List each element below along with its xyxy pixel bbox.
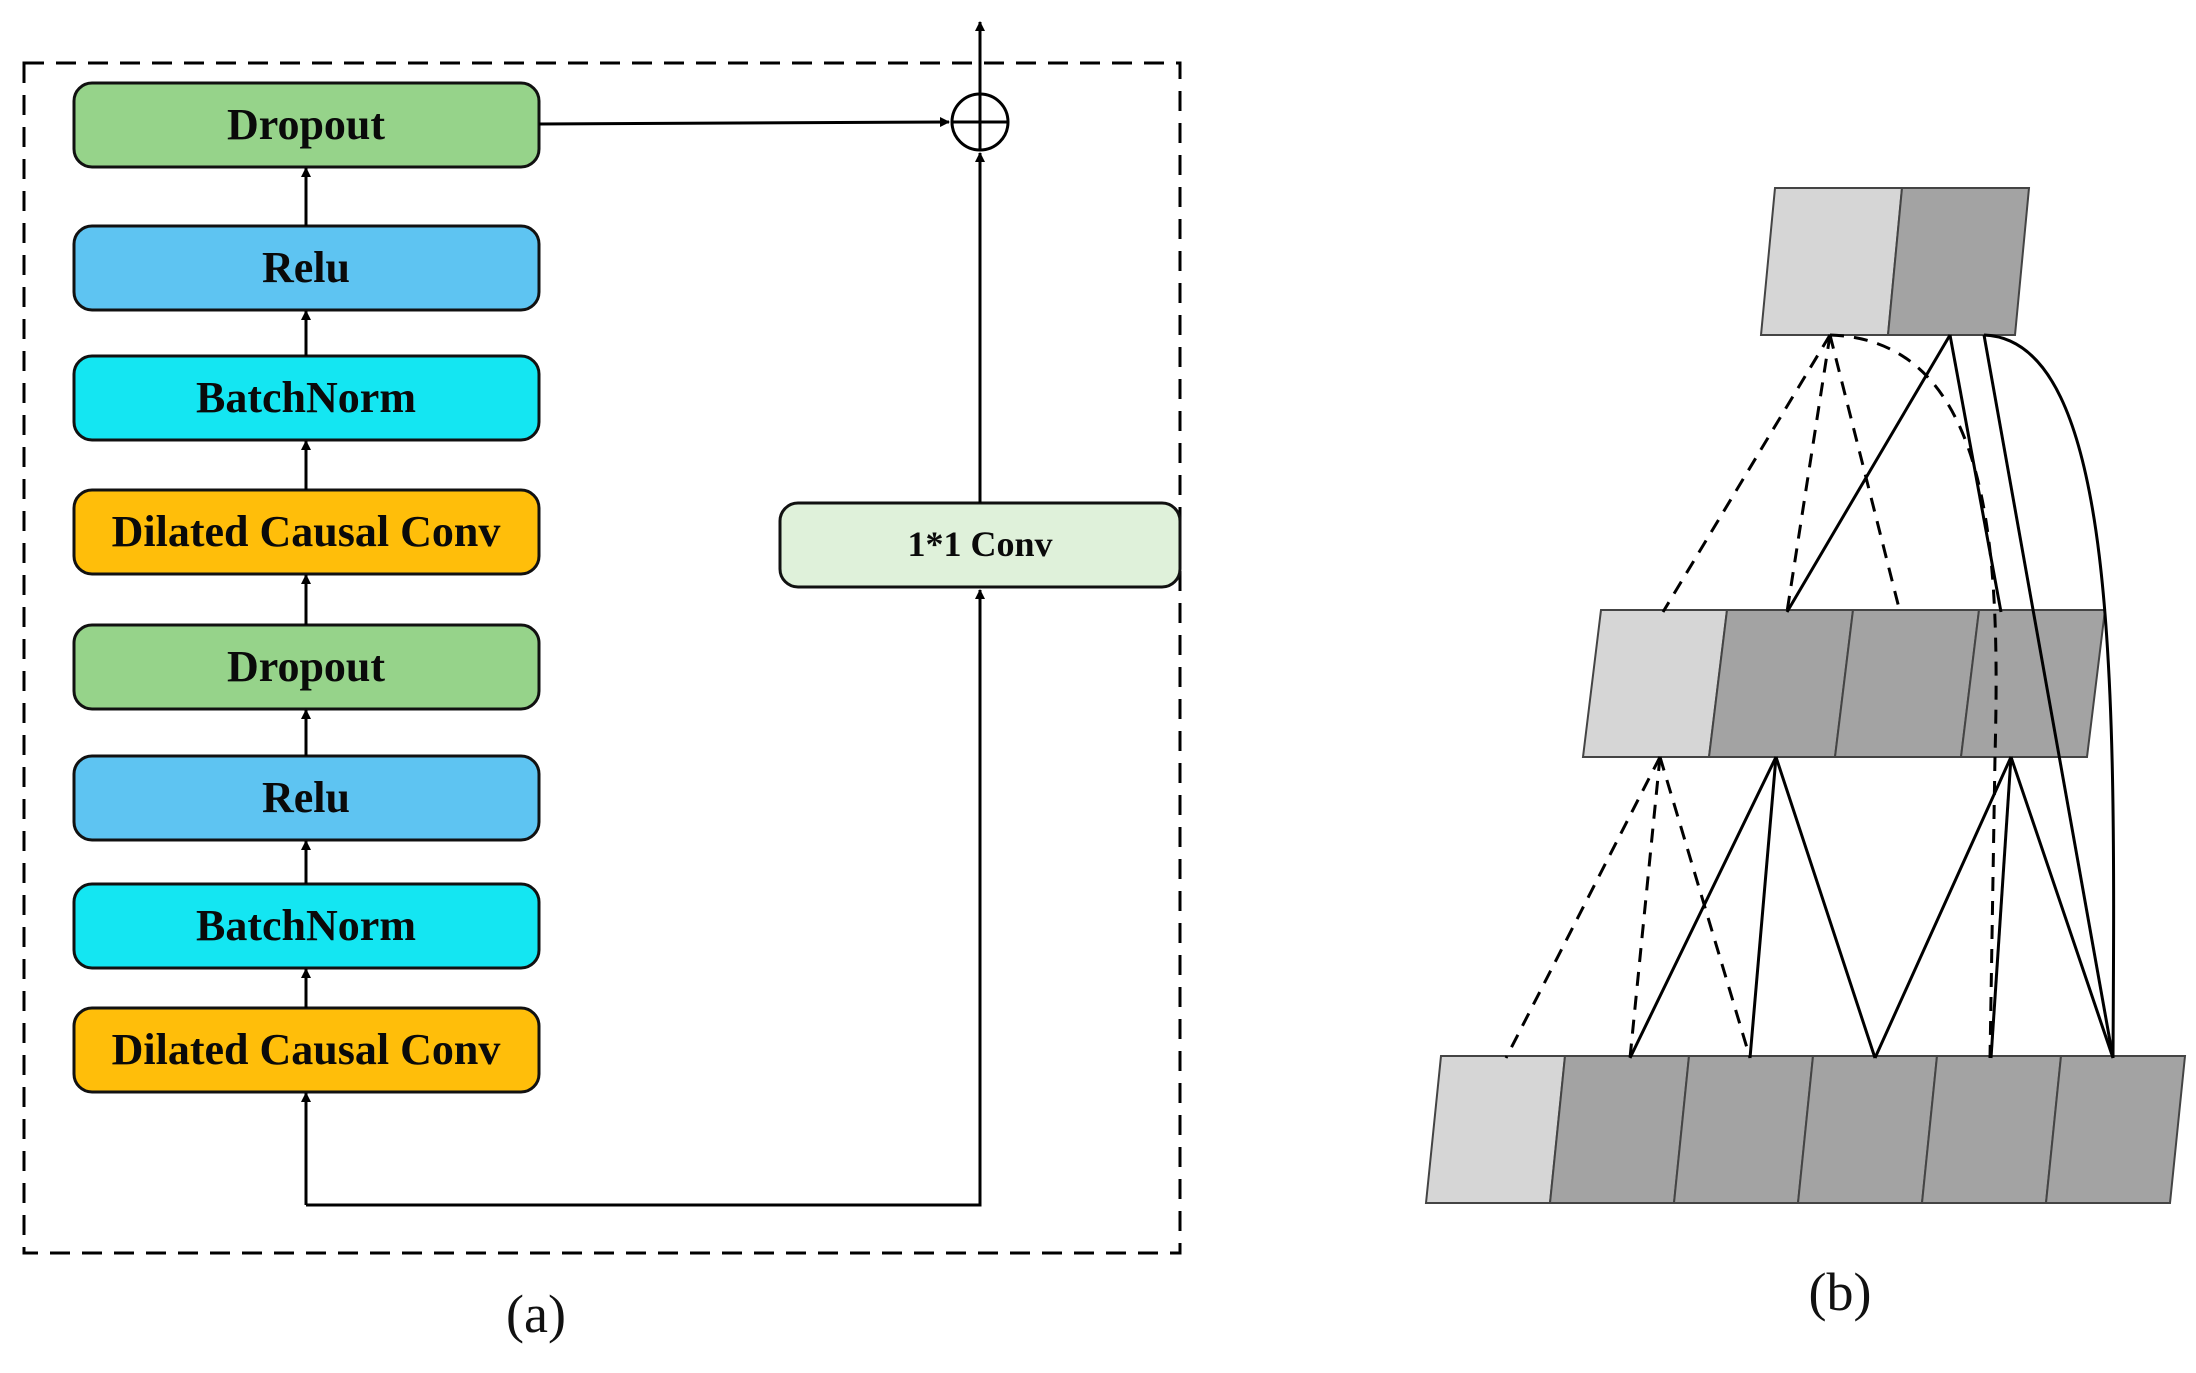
solid-link bbox=[1873, 756, 2013, 1059]
solid-link bbox=[2009, 756, 2115, 1059]
layer-1-cell-1 bbox=[1759, 187, 1904, 336]
residual-connection: 1*1 Conv bbox=[306, 21, 1182, 1207]
layer-2-cell-1 bbox=[1581, 609, 1729, 758]
layer-block-label: BatchNorm bbox=[196, 901, 416, 950]
dashed-link bbox=[1828, 334, 1902, 613]
solid-link bbox=[1989, 756, 2013, 1059]
dashed-link bbox=[1988, 756, 1997, 1059]
panel-b: (b) bbox=[1424, 187, 2187, 1322]
solid-link bbox=[1982, 334, 2115, 1059]
sum-node bbox=[950, 92, 1010, 152]
layer-block-2: Relu bbox=[72, 224, 541, 312]
layer-block-3: BatchNorm bbox=[72, 354, 541, 442]
layer-block-label: Relu bbox=[262, 243, 350, 292]
layer-1-cell-2 bbox=[1886, 187, 2031, 336]
layer-3-cell-1 bbox=[1424, 1055, 1567, 1204]
dilation-links bbox=[1504, 333, 2116, 1059]
layer-block-5: Dropout bbox=[72, 623, 541, 711]
dashed-link bbox=[1504, 756, 1662, 1059]
layer-block-7: BatchNorm bbox=[72, 882, 541, 970]
residual-block-boundary bbox=[22, 61, 1182, 1255]
layer-3-cell-5 bbox=[1920, 1055, 2063, 1204]
layer-block-1: Dropout bbox=[72, 81, 541, 169]
panel-a-caption: (a) bbox=[506, 1284, 566, 1344]
layer-2-cell-2 bbox=[1707, 609, 1855, 758]
layer-block-label: Dropout bbox=[227, 100, 385, 149]
solid-link bbox=[1748, 756, 1778, 1059]
dashed-link bbox=[1628, 756, 1662, 1059]
layer-3-cell-2 bbox=[1548, 1055, 1691, 1204]
layer-block-label: Relu bbox=[262, 773, 350, 822]
layer-2-cell-3 bbox=[1833, 609, 1981, 758]
panel-b-caption: (b) bbox=[1809, 1262, 1872, 1322]
layer-block-label: Dilated Causal Conv bbox=[112, 1025, 501, 1074]
dilation-grid bbox=[1424, 187, 2187, 1204]
layer-block-label: Dilated Causal Conv bbox=[112, 507, 501, 556]
skip-line bbox=[306, 589, 985, 1207]
layer-block-6: Relu bbox=[72, 754, 541, 842]
dashed-link bbox=[1658, 756, 1752, 1059]
layer-block-label: Dropout bbox=[227, 642, 385, 691]
solid-link bbox=[1628, 756, 1778, 1059]
solid-link bbox=[1785, 334, 1952, 613]
one-by-one-conv-block: 1*1 Conv bbox=[778, 501, 1182, 589]
layer-3-cell-3 bbox=[1672, 1055, 1815, 1204]
one-by-one-conv-label: 1*1 Conv bbox=[907, 524, 1052, 564]
dashed-curve-link bbox=[1829, 333, 1998, 758]
solid-curve-link bbox=[1983, 333, 2116, 1059]
layer-block-label: BatchNorm bbox=[196, 373, 416, 422]
layer-2-cell-4 bbox=[1959, 609, 2107, 758]
layer-3-cell-6 bbox=[2044, 1055, 2187, 1204]
layer-block-4: Dilated Causal Conv bbox=[72, 488, 541, 576]
layer-block-8: Dilated Causal Conv bbox=[72, 1006, 541, 1094]
dashed-link bbox=[1785, 334, 1832, 613]
dropout-to-sum-arrow bbox=[538, 117, 950, 128]
solid-link bbox=[1774, 756, 1877, 1059]
dashed-link bbox=[1661, 334, 1832, 613]
layer-3-cell-4 bbox=[1796, 1055, 1939, 1204]
